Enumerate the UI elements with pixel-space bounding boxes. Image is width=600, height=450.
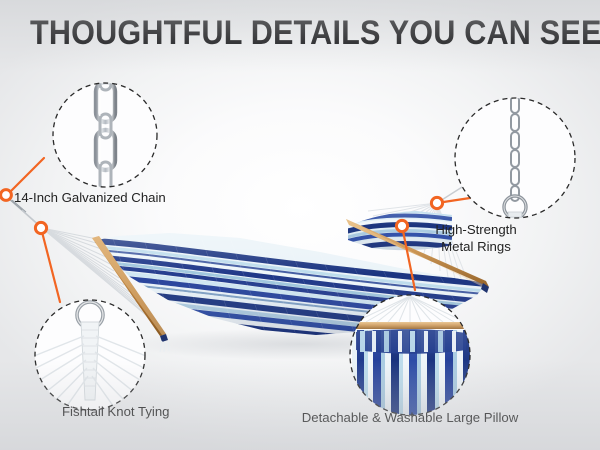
callout-label-rings-line1: High-Strength	[435, 222, 517, 237]
callout-circle-chain	[52, 82, 158, 188]
callout-circle-pillow	[349, 294, 471, 416]
callout-label-rings-line2: Metal Rings	[441, 238, 511, 254]
callout-circle-fishtail	[34, 299, 146, 411]
callout-label-pillow: Detachable & Washable Large Pillow	[301, 410, 519, 425]
callout-label-fishtail: Fishtail Knot Tying	[62, 404, 170, 419]
callout-label-rings: High-Strength Metal Rings	[406, 222, 546, 256]
callout-label-chain: 14-Inch Galvanized Chain	[14, 190, 166, 205]
